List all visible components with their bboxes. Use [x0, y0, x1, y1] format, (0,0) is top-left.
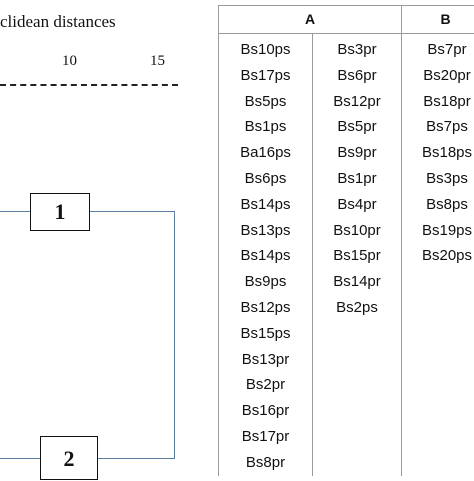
header-cluster-a: A	[304, 11, 316, 27]
sample-label: Bs20ps	[421, 247, 473, 265]
dendrogram-title: clidean distances	[0, 12, 116, 31]
sample-label: Bs14pr	[333, 273, 381, 291]
sample-label: Bs12ps	[240, 298, 291, 316]
sample-label: Bs13pr	[241, 350, 290, 368]
branch-2-left	[0, 458, 40, 459]
header-cluster-b: B	[440, 11, 451, 27]
sample-label: Bs14ps	[240, 247, 291, 265]
sample-label: Bs17pr	[241, 427, 290, 445]
cluster-label-2: 2	[40, 436, 98, 480]
sample-label: Bs17ps	[240, 66, 291, 84]
sample-label: Bs18ps	[421, 144, 473, 162]
branch-2-right	[98, 458, 175, 459]
axis-tick-10: 10	[62, 53, 77, 69]
sample-label: Ba16ps	[240, 144, 291, 162]
axis-tick-15: 15	[150, 53, 165, 69]
sample-label: Bs13ps	[240, 221, 291, 239]
column-divider-a-inner	[312, 33, 313, 476]
branch-1-right	[90, 211, 175, 212]
header-divider	[219, 33, 474, 34]
sample-label: Bs20pr	[423, 66, 471, 84]
sample-label: Bs1pr	[337, 169, 377, 187]
column-divider-a-b	[401, 6, 402, 476]
sample-label: Bs18pr	[423, 92, 471, 110]
sample-label: Bs19ps	[421, 221, 473, 239]
sample-label: Bs6ps	[244, 169, 287, 187]
sample-label: Bs7ps	[426, 118, 468, 136]
sample-label: Bs4pr	[337, 195, 377, 213]
sample-label: Bs15pr	[333, 247, 381, 265]
sample-label: Bs10pr	[333, 221, 381, 239]
sample-label: Bs15ps	[240, 324, 291, 342]
sample-label: Bs5ps	[244, 92, 287, 110]
branch-1-left	[0, 211, 30, 212]
sample-label: Bs8ps	[426, 195, 468, 213]
sample-label: Bs3ps	[426, 169, 468, 187]
branch-join-vertical	[174, 211, 175, 459]
sample-label: Bs12pr	[333, 92, 381, 110]
sample-label: Bs2pr	[245, 376, 286, 394]
sample-label: Bs9ps	[244, 273, 287, 291]
sample-label: Bs8pr	[245, 453, 286, 471]
sample-label: Bs1ps	[244, 118, 287, 136]
distance-axis-line	[0, 84, 178, 86]
sample-label: Bs9pr	[337, 144, 377, 162]
sample-label: Bs10ps	[240, 41, 291, 58]
sample-label: Bs6pr	[337, 66, 377, 84]
sample-label: Bs2ps	[336, 298, 378, 316]
sample-label: Bs3pr	[337, 41, 377, 58]
sample-label: Bs7pr	[427, 41, 467, 58]
sample-label: Bs14ps	[240, 195, 291, 213]
cluster-label-1: 1	[30, 193, 90, 231]
sample-label: Bs5pr	[337, 118, 377, 136]
sample-label: Bs16pr	[241, 402, 290, 420]
